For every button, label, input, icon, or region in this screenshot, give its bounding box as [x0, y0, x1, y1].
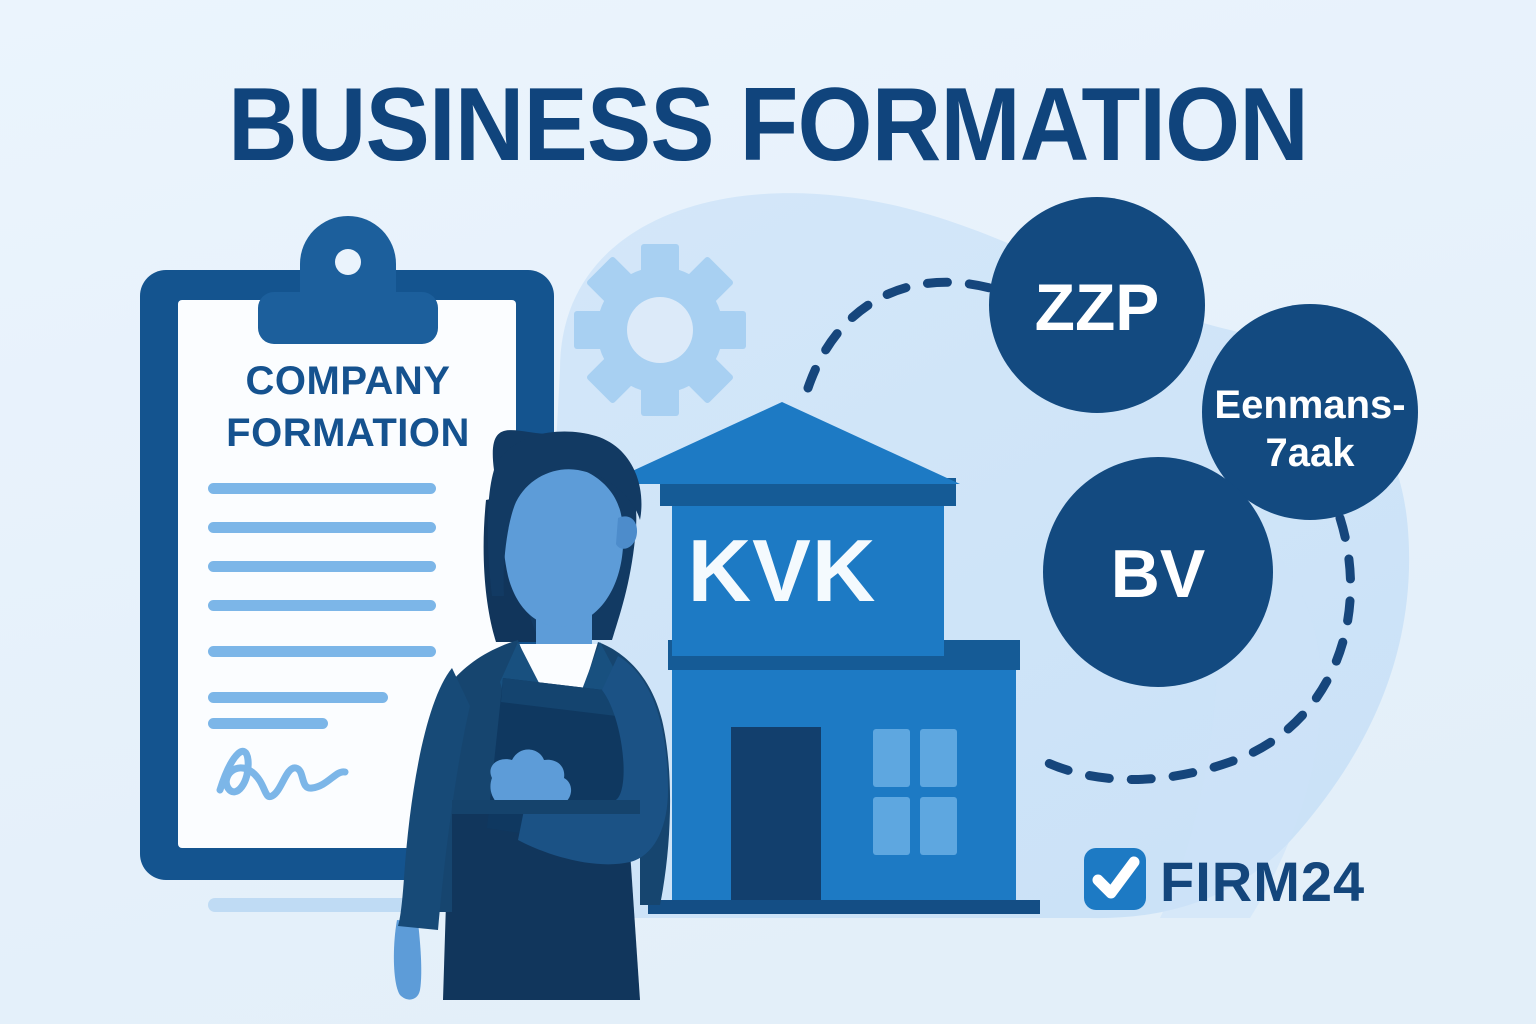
- document-rule-line: [208, 646, 436, 657]
- gear-icon: [574, 244, 746, 416]
- firm24-wordmark: FIRM24: [1160, 850, 1365, 913]
- bubble-label: ZZP: [1035, 270, 1160, 344]
- clip-hole: [335, 249, 361, 275]
- document-title-line1: COMPANY: [246, 359, 451, 403]
- building-window: [920, 797, 957, 855]
- signature-squiggle: [216, 747, 349, 801]
- bubble-label: BV: [1111, 536, 1205, 612]
- businesswoman-illustration: [393, 430, 671, 1000]
- building-base: [648, 900, 1040, 914]
- page-title: BUSINESS FORMATION: [228, 67, 1308, 183]
- building-upper-block: [672, 488, 944, 656]
- bubble-eenmanszaak[interactable]: Eenmans- 7aak: [1202, 304, 1418, 520]
- background-blob-secondary: [1160, 520, 1322, 918]
- bubble-circle: [1043, 457, 1273, 687]
- person-face: [502, 462, 624, 627]
- document-rule-line: [208, 692, 388, 703]
- folder-tablet-edge: [501, 678, 637, 718]
- document-rule-line: [208, 718, 328, 729]
- document-rule-line: [208, 522, 436, 533]
- bubble-label-line1: Eenmans-: [1214, 383, 1405, 427]
- firm24-logo[interactable]: FIRM24: [1084, 848, 1365, 913]
- person-ear: [616, 516, 638, 549]
- kvk-building: KVK: [604, 402, 1040, 914]
- check-icon: [1092, 856, 1140, 899]
- document-rule-lines: [208, 483, 436, 729]
- bubble-zzp[interactable]: ZZP: [989, 197, 1205, 413]
- document-rule-line: [208, 483, 436, 494]
- bubble-circle: [989, 197, 1205, 413]
- building-window: [873, 797, 910, 855]
- building-lower-block: [672, 650, 1016, 912]
- person-hair-front: [487, 431, 642, 596]
- person-hand-right: [490, 749, 572, 813]
- document-title-line2: FORMATION: [226, 411, 470, 455]
- building-window: [873, 729, 910, 787]
- bubble-label-line2: 7aak: [1266, 431, 1356, 475]
- building-roof: [604, 402, 960, 484]
- person-hand-left: [393, 920, 422, 1000]
- document-rule-line: [208, 600, 436, 611]
- building-door: [731, 727, 821, 912]
- dashed-arc-eenmanszaak: [1041, 513, 1356, 784]
- bubble-bv[interactable]: BV: [1043, 457, 1273, 687]
- building-sign-label: KVK: [688, 521, 877, 620]
- person-blazer-hem: [452, 800, 640, 814]
- bubble-circle: [1202, 304, 1418, 520]
- building-window: [920, 729, 957, 787]
- building-windows: [873, 729, 957, 855]
- clipboard-clip: [258, 216, 438, 344]
- document-rule-line: [208, 561, 436, 572]
- person-sleeve-left: [398, 668, 470, 930]
